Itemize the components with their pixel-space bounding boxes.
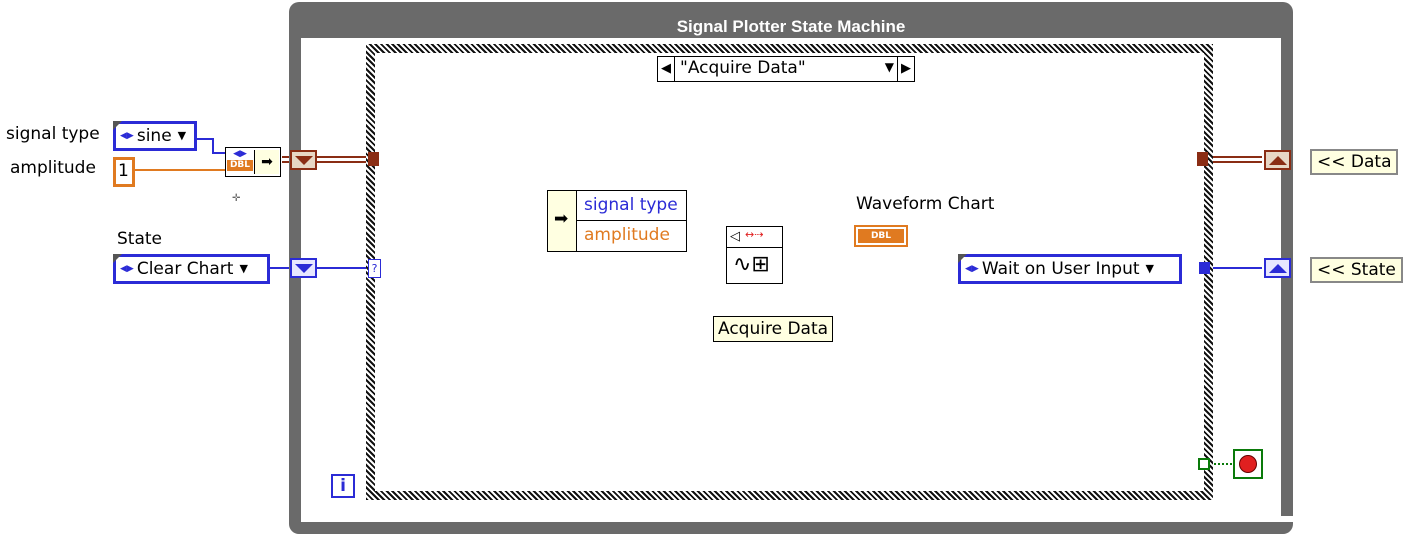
speaker-icon: ◁ [730, 229, 740, 244]
cursor-icon: ✛ [232, 193, 241, 204]
next-state-enum[interactable]: ◀▶Wait on User Input ▼ [958, 254, 1182, 284]
acquire-data-label: Acquire Data [713, 316, 834, 342]
bundle-node[interactable]: ◀▶ DBL ➡ [225, 147, 281, 177]
state-indicator[interactable]: << State [1310, 257, 1403, 283]
signal-type-value: sine [136, 126, 172, 146]
chevron-down-icon[interactable]: ▼ [177, 129, 187, 142]
signal-type-enum[interactable]: ◀▶sine ▼ [113, 121, 197, 151]
case-selector-tunnel[interactable]: ? [368, 259, 381, 278]
acquire-data-express-vi[interactable]: ◁ ↔⇢ ∿⊞ [726, 226, 783, 284]
bundle-arrow-icon: ➡ [254, 150, 279, 174]
updown-arrows-icon[interactable]: ◀▶ [120, 264, 134, 274]
triangle-down-icon [295, 264, 313, 273]
case-tunnel-data-in[interactable] [368, 152, 379, 166]
boolean-tunnel[interactable] [1198, 458, 1210, 470]
triangle-up-icon [1269, 156, 1287, 165]
waveform-generator-icon: ∿⊞ [733, 252, 770, 277]
waveform-chart-terminal[interactable]: DBL [854, 225, 908, 247]
bundle-field-signal-type[interactable]: signal type [576, 191, 686, 221]
state-label: State [117, 229, 162, 249]
amplitude-control[interactable]: 1 [113, 157, 135, 187]
bundle-input-type: ◀▶ DBL [227, 149, 253, 175]
shift-register-state-left[interactable] [290, 258, 317, 278]
case-selector[interactable]: ◀ "Acquire Data" ▼ ▶ [657, 56, 915, 82]
case-tunnel-data-out[interactable] [1197, 152, 1208, 166]
shift-register-state-right[interactable] [1264, 258, 1291, 278]
updown-arrows-icon: ◀▶ [233, 149, 247, 159]
corner-icon [958, 254, 967, 263]
express-divider [727, 247, 782, 248]
chevron-down-icon[interactable]: ▼ [884, 60, 894, 74]
state-enum[interactable]: ◀▶Clear Chart ▼ [113, 254, 270, 284]
dbl-tag: DBL [227, 160, 253, 171]
iteration-terminal[interactable]: i [331, 474, 355, 498]
stop-condition-icon[interactable] [1233, 449, 1263, 479]
arrow-right-icon: ➡ [554, 209, 569, 229]
dbl-tag: DBL [858, 229, 904, 243]
updown-arrows-icon[interactable]: ◀▶ [965, 264, 979, 274]
chevron-down-icon[interactable]: ▼ [1145, 262, 1154, 275]
while-loop-title: Signal Plotter State Machine [676, 17, 906, 36]
while-loop-frame[interactable] [289, 2, 1293, 534]
amplitude-label: amplitude [10, 158, 96, 178]
increment-case-icon[interactable]: ▶ [897, 57, 914, 81]
stop-sign-icon [1239, 455, 1257, 473]
chevron-down-icon[interactable]: ▼ [239, 262, 248, 275]
next-state-value: Wait on User Input [981, 259, 1140, 279]
case-selector-value: "Acquire Data" [680, 58, 806, 78]
triangle-up-icon [1269, 264, 1287, 273]
case-tunnel-state-out[interactable] [1199, 262, 1210, 274]
while-loop-corner-gap [1278, 516, 1294, 522]
state-value: Clear Chart [136, 259, 234, 279]
corner-icon [113, 121, 122, 130]
data-indicator[interactable]: << Data [1310, 149, 1399, 175]
decrement-case-icon[interactable]: ◀ [658, 57, 675, 81]
updown-arrows-icon[interactable]: ◀▶ [120, 131, 134, 141]
shift-register-data-left[interactable] [290, 150, 317, 170]
triangle-down-icon [295, 156, 313, 165]
signal-type-label: signal type [6, 124, 100, 144]
corner-icon [113, 254, 122, 263]
shift-register-data-right[interactable] [1264, 150, 1291, 170]
signal-arrows-icon: ↔⇢ [745, 228, 764, 241]
bundle-field-amplitude[interactable]: amplitude [576, 221, 686, 251]
waveform-chart-label: Waveform Chart [856, 194, 995, 214]
bundle-by-name-node[interactable]: ➡ signal type amplitude [547, 190, 687, 252]
